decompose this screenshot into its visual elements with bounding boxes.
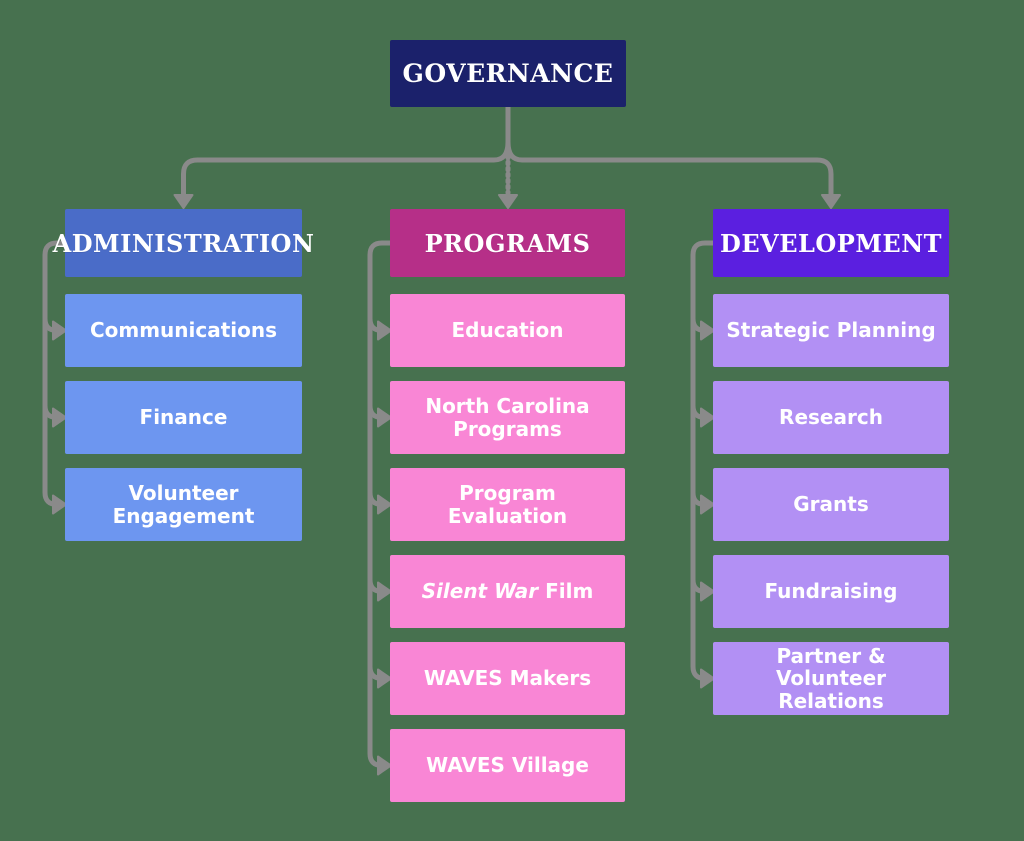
arrowhead-right-icon: [700, 494, 715, 515]
node-grants-label: Grants: [793, 493, 868, 515]
node-research-label: Research: [779, 406, 883, 428]
node-silent-war-film-label: Silent War Film: [422, 580, 594, 602]
connector-path: [505, 139, 834, 198]
arrowhead-down-icon: [821, 194, 841, 209]
node-programs-header-label: PROGRAMS: [424, 228, 591, 258]
node-waves-makers: WAVES Makers: [390, 642, 625, 715]
node-volunteer-engagement-label: Volunteer Engagement: [75, 482, 292, 527]
arrowhead-right-icon: [377, 407, 392, 428]
node-waves-village: WAVES Village: [390, 729, 625, 802]
label-part: WAVES Makers: [423, 666, 592, 691]
label-part: Research: [779, 405, 883, 430]
node-fundraising-label: Fundraising: [765, 580, 898, 602]
node-communications-label: Communications: [90, 319, 277, 341]
label-part: Finance: [139, 405, 228, 430]
node-development-header-label: DEVELOPMENT: [720, 228, 943, 258]
label-part: Film: [538, 579, 594, 604]
label-part: Program Evaluation: [447, 481, 568, 528]
arrowhead-right-icon: [377, 494, 392, 515]
node-partner-volunteer-relations-label: Partner & Volunteer Relations: [723, 645, 939, 712]
node-north-carolina-programs: North Carolina Programs: [390, 381, 625, 454]
label-part: Grants: [793, 492, 869, 517]
arrowhead-right-icon: [52, 494, 67, 515]
node-administration-header-label: ADMINISTRATION: [52, 228, 315, 258]
node-governance-label: GOVERNANCE: [402, 59, 614, 88]
node-development-header: DEVELOPMENT: [713, 209, 949, 277]
connector-path: [181, 139, 511, 198]
arrowhead-down-icon: [173, 194, 194, 209]
node-administration-header: ADMINISTRATION: [53, 209, 314, 277]
label-part: Volunteer Engagement: [112, 481, 255, 528]
node-north-carolina-programs-label: North Carolina Programs: [400, 395, 615, 440]
node-waves-village-label: WAVES Village: [426, 754, 589, 776]
node-program-evaluation: Program Evaluation: [390, 468, 625, 541]
node-finance-label: Finance: [140, 406, 228, 428]
arrowhead-right-icon: [377, 581, 392, 602]
label-part: Education: [451, 318, 564, 343]
node-grants: Grants: [713, 468, 949, 541]
node-partner-volunteer-relations: Partner & Volunteer Relations: [713, 642, 949, 715]
arrowhead-right-icon: [377, 755, 392, 776]
label-italic-part: Silent War: [421, 579, 539, 604]
node-governance: GOVERNANCE: [390, 40, 626, 107]
label-part: Partner & Volunteer Relations: [775, 643, 886, 713]
arrowhead-right-icon: [52, 407, 67, 428]
node-fundraising: Fundraising: [713, 555, 949, 628]
node-waves-makers-label: WAVES Makers: [424, 667, 591, 689]
node-strategic-planning-label: Strategic Planning: [726, 319, 935, 341]
node-finance: Finance: [65, 381, 302, 454]
node-strategic-planning: Strategic Planning: [713, 294, 949, 367]
label-part: Strategic Planning: [726, 318, 936, 343]
label-part: Fundraising: [764, 579, 898, 604]
node-silent-war-film: Silent War Film: [390, 555, 625, 628]
label-part: Communications: [89, 318, 278, 343]
node-program-evaluation-label: Program Evaluation: [400, 482, 615, 527]
label-part: WAVES Village: [426, 753, 589, 778]
node-communications: Communications: [65, 294, 302, 367]
node-education-label: Education: [452, 319, 564, 341]
arrowhead-right-icon: [377, 668, 392, 689]
arrowhead-right-icon: [700, 668, 715, 689]
arrowhead-right-icon: [52, 320, 67, 341]
node-volunteer-engagement: Volunteer Engagement: [65, 468, 302, 541]
label-part: North Carolina Programs: [425, 394, 590, 441]
arrowhead-right-icon: [700, 320, 715, 341]
node-programs-header: PROGRAMS: [390, 209, 625, 277]
node-research: Research: [713, 381, 949, 454]
arrowhead-right-icon: [700, 581, 715, 602]
connector-path: [42, 240, 68, 507]
arrowhead-right-icon: [377, 320, 392, 341]
node-education: Education: [390, 294, 625, 367]
arrowhead-right-icon: [700, 407, 715, 428]
connector-path: [690, 240, 716, 681]
arrowhead-down-icon: [498, 194, 518, 209]
